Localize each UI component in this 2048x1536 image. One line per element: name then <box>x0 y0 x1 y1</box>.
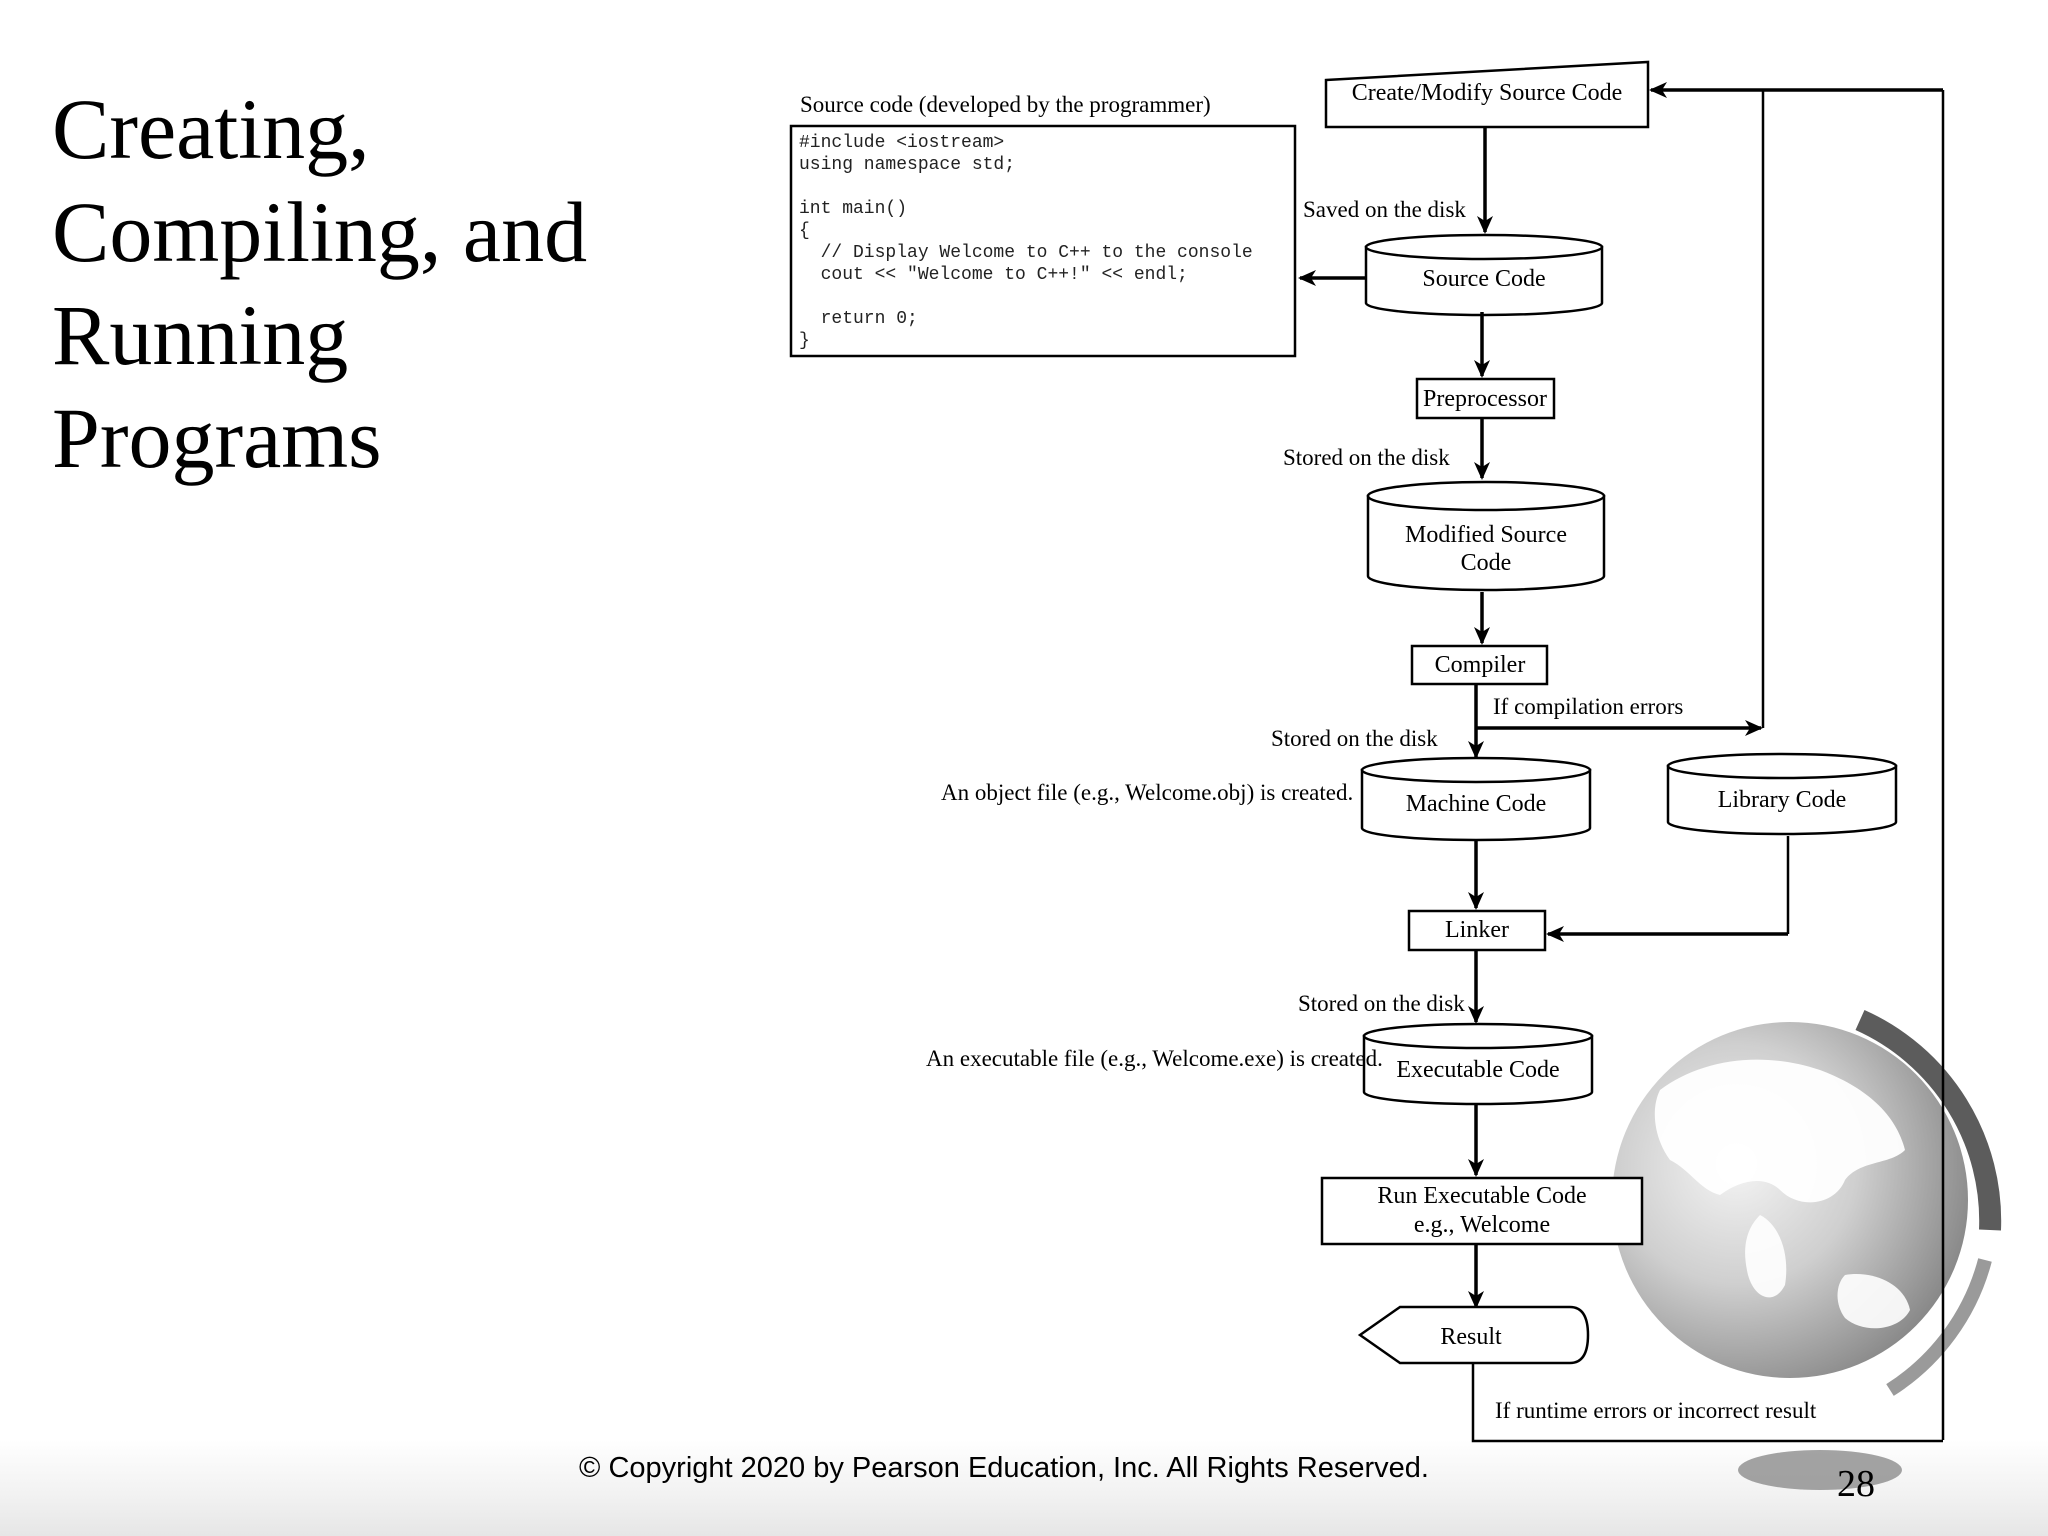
create-modify-node <box>1324 60 1650 129</box>
result-node <box>1357 1305 1590 1365</box>
runtime-errors-label: If runtime errors or incorrect result <box>1495 1398 1817 1423</box>
result-label: Result <box>1440 1324 1502 1350</box>
source-code-label: Source Code <box>1422 266 1545 292</box>
runtime-errors-line <box>1471 1363 1943 1443</box>
saved-on-disk-label: Saved on the disk <box>1303 197 1466 222</box>
source-code-listing: #include <iostream> using namespace std;… <box>799 133 1253 351</box>
slide-title: Creating, Compiling, and Running Program… <box>52 78 672 490</box>
run-executable-label: Run Executable Code <box>1377 1183 1586 1209</box>
modified-source-label: Modified Source <box>1405 522 1567 548</box>
linker-label: Linker <box>1445 917 1509 943</box>
stored-on-disk-label-2: Stored on the disk <box>1271 726 1438 751</box>
object-file-label: An object file (e.g., Welcome.obj) is cr… <box>941 780 1353 805</box>
footer-band <box>0 1440 2048 1536</box>
code-line: } <box>799 331 810 351</box>
executable-code-node <box>1362 1022 1594 1106</box>
source-code-box <box>789 124 1297 358</box>
compiler-node <box>1410 644 1549 686</box>
code-line: return 0; <box>799 309 918 329</box>
code-line: using namespace std; <box>799 155 1015 175</box>
code-line: // Display Welcome to C++ to the console <box>799 243 1253 263</box>
source-code-caption: Source code (developed by the programmer… <box>800 92 1211 117</box>
title-line: Compiling, and <box>52 184 588 280</box>
title-line: Creating, <box>52 81 370 177</box>
run-executable-label: e.g., Welcome <box>1414 1212 1550 1238</box>
code-line: int main() <box>799 199 907 219</box>
source-code-node <box>1364 233 1604 317</box>
preprocessor-label: Preprocessor <box>1423 386 1547 412</box>
code-line: { <box>799 221 810 241</box>
modified-source-label: Code <box>1461 550 1512 576</box>
code-line: #include <iostream> <box>799 133 1004 153</box>
executable-code-label: Executable Code <box>1396 1057 1559 1083</box>
machine-code-label: Machine Code <box>1406 791 1547 817</box>
compilation-errors-label: If compilation errors <box>1493 694 1683 719</box>
copyright-footer: © Copyright 2020 by Pearson Education, I… <box>579 1452 1429 1484</box>
compiler-label: Compiler <box>1435 652 1526 678</box>
title-line: Running <box>52 287 349 383</box>
create-modify-label: Create/Modify Source Code <box>1352 80 1623 106</box>
library-code-label: Library Code <box>1718 787 1847 813</box>
stored-on-disk-label-3: Stored on the disk <box>1298 991 1465 1016</box>
library-code-node <box>1666 752 1898 836</box>
code-line: cout << "Welcome to C++!" << endl; <box>799 265 1188 285</box>
page-number: 28 <box>1837 1463 1875 1505</box>
title-line: Programs <box>52 390 382 486</box>
executable-file-label: An executable file (e.g., Welcome.exe) i… <box>926 1046 1383 1071</box>
stored-on-disk-label-1: Stored on the disk <box>1283 445 1450 470</box>
preprocessor-node <box>1415 377 1556 420</box>
run-executable-node <box>1320 1176 1644 1246</box>
linker-node <box>1407 909 1547 952</box>
modified-source-node <box>1366 480 1606 592</box>
globe-logo <box>1612 1009 2002 1490</box>
machine-code-node <box>1360 756 1592 842</box>
